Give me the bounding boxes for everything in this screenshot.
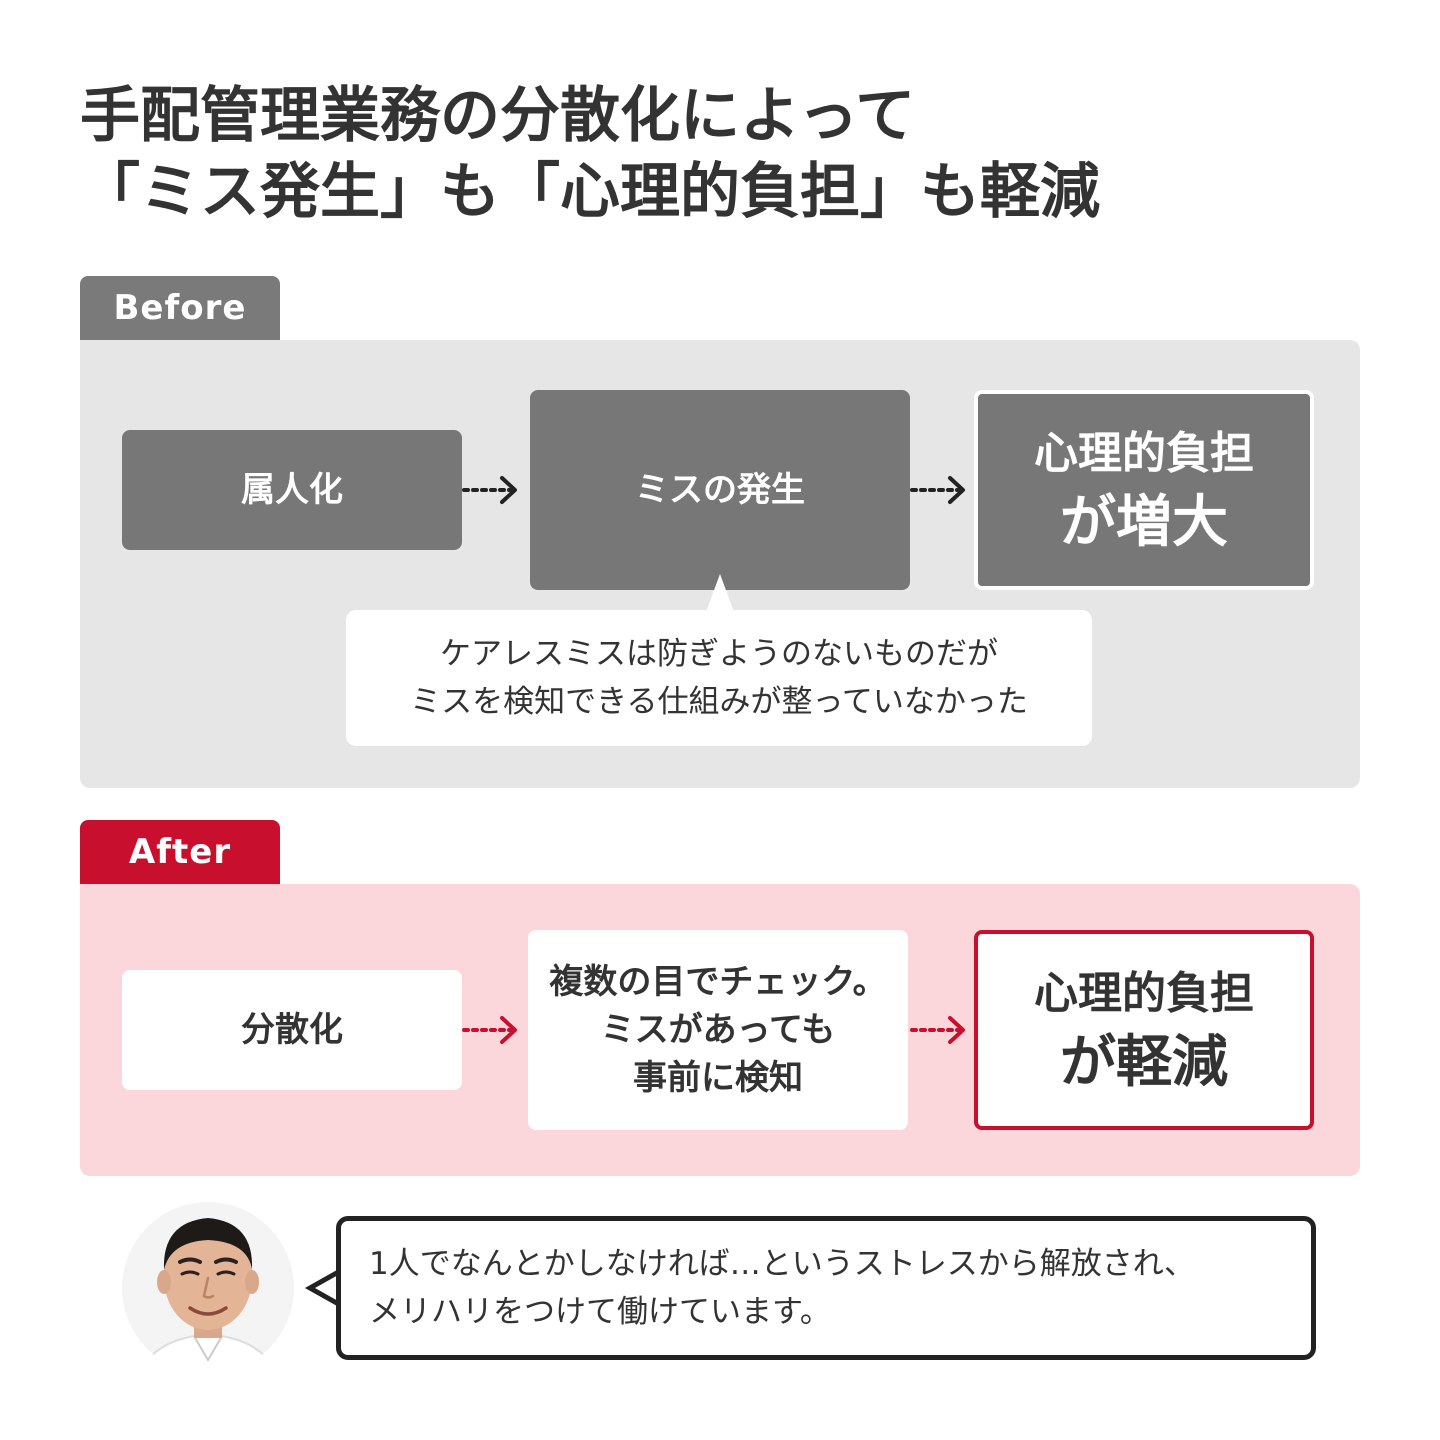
after-arrow-1-icon: [462, 1016, 517, 1044]
after-result-line2: が軽減: [1060, 1030, 1228, 1095]
quote-line2: メリハリをつけて働けています。: [369, 1294, 831, 1330]
speech-bubble-tail: [304, 1267, 344, 1309]
after-step2-line1: 複数の目でチェック。: [549, 962, 887, 1002]
before-step-miss: ミスの発生: [530, 390, 910, 590]
after-step1-label: 分散化: [241, 1010, 343, 1050]
before-arrow-1-icon: [462, 476, 517, 504]
before-result-line2: が増大: [1060, 490, 1228, 555]
after-step2-line3: 事前に検知: [633, 1058, 803, 1098]
after-step-check: 複数の目でチェック。 ミスがあっても 事前に検知: [528, 930, 908, 1130]
title-line-1: 手配管理業務の分散化によって: [80, 81, 916, 151]
before-tag: Before: [80, 276, 280, 340]
before-step2-label: ミスの発生: [635, 470, 805, 510]
before-step1-label: 属人化: [241, 470, 343, 510]
before-note: ケアレスミスは防ぎようのないものだが ミスを検知できる仕組みが整っていなかった: [346, 610, 1092, 746]
before-step-zokujinka: 属人化: [122, 430, 462, 550]
after-result-line1: 心理的負担: [1034, 968, 1254, 1019]
after-step2-line2: ミスがあっても: [600, 1010, 836, 1050]
title-line-2: 「ミス発生」も「心理的負担」も軽減: [80, 157, 1100, 227]
after-arrow-2-icon: [910, 1016, 965, 1044]
before-result-line1: 心理的負担: [1034, 428, 1254, 479]
quote-bubble: 1人でなんとかしなければ…というストレスから解放され、 メリハリをつけて働けてい…: [336, 1216, 1316, 1360]
after-tag: After: [80, 820, 280, 884]
before-note-line2: ミスを検知できる仕組みが整っていなかった: [410, 684, 1028, 720]
avatar: [122, 1202, 294, 1374]
after-result-box: 心理的負担 が軽減: [974, 930, 1314, 1130]
after-step-bunsanka: 分散化: [122, 970, 462, 1090]
page-title: 手配管理業務の分散化によって 「ミス発生」も「心理的負担」も軽減: [80, 78, 1380, 230]
before-result-box: 心理的負担 が増大: [974, 390, 1314, 590]
before-arrow-2-icon: [910, 476, 965, 504]
callout-pointer: [706, 574, 734, 612]
before-note-line1: ケアレスミスは防ぎようのないものだが: [440, 636, 998, 672]
quote-line1: 1人でなんとかしなければ…というストレスから解放され、: [369, 1246, 1196, 1282]
